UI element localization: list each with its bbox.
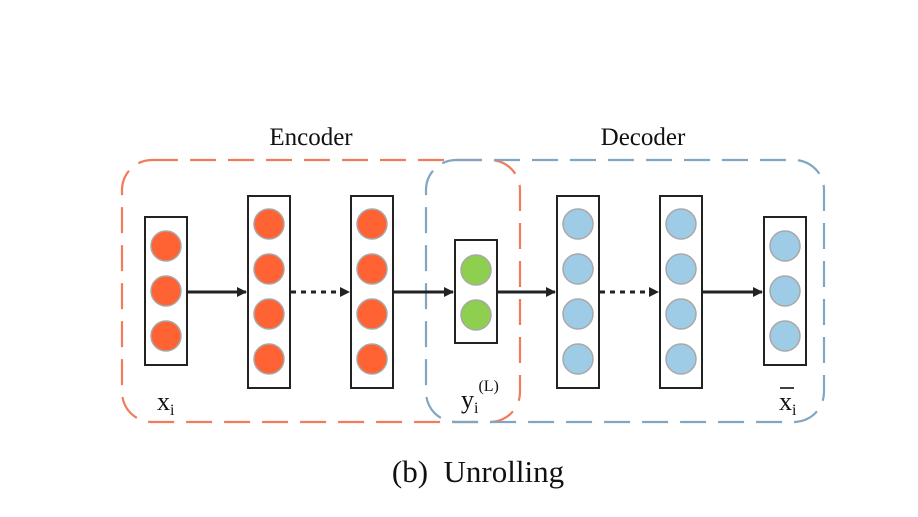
- input-node: [150, 230, 182, 262]
- input-node: [150, 275, 182, 307]
- output-label: xi: [779, 387, 797, 419]
- encoder-hidden-1-nodes: [253, 208, 285, 375]
- svg-text:xi: xi: [779, 387, 797, 419]
- decoder-node: [665, 298, 697, 330]
- decoder-node: [665, 253, 697, 285]
- encoder-node: [253, 343, 285, 375]
- latent-nodes: [460, 254, 492, 331]
- caption: (b) Unrolling: [392, 454, 564, 489]
- encoder-region: [120, 158, 522, 424]
- encoder-node: [253, 298, 285, 330]
- encoder-node: [356, 298, 388, 330]
- encoder-node: [356, 208, 388, 240]
- encoder-node: [356, 343, 388, 375]
- output-node: [769, 230, 801, 262]
- latent-label: yi(L): [461, 378, 499, 417]
- decoder-node: [562, 343, 594, 375]
- latent-node: [460, 254, 492, 286]
- input-label: xi: [157, 387, 175, 419]
- decoder-node: [562, 208, 594, 240]
- encoder-node: [356, 253, 388, 285]
- decoder-hidden-2-nodes: [665, 208, 697, 375]
- decoder-node: [665, 208, 697, 240]
- decoder-node: [562, 253, 594, 285]
- output-nodes: [769, 230, 801, 352]
- decoder-title: Decoder: [601, 124, 686, 151]
- output-node: [769, 275, 801, 307]
- encoder-node: [253, 253, 285, 285]
- encoder-hidden-2-nodes: [356, 208, 388, 375]
- input-node: [150, 320, 182, 352]
- decoder-hidden-1-nodes: [562, 208, 594, 375]
- latent-node: [460, 299, 492, 331]
- decoder-node: [562, 298, 594, 330]
- decoder-node: [665, 343, 697, 375]
- encoder-node: [253, 208, 285, 240]
- input-nodes: [150, 230, 182, 352]
- encoder-title: Encoder: [269, 124, 353, 151]
- output-node: [769, 320, 801, 352]
